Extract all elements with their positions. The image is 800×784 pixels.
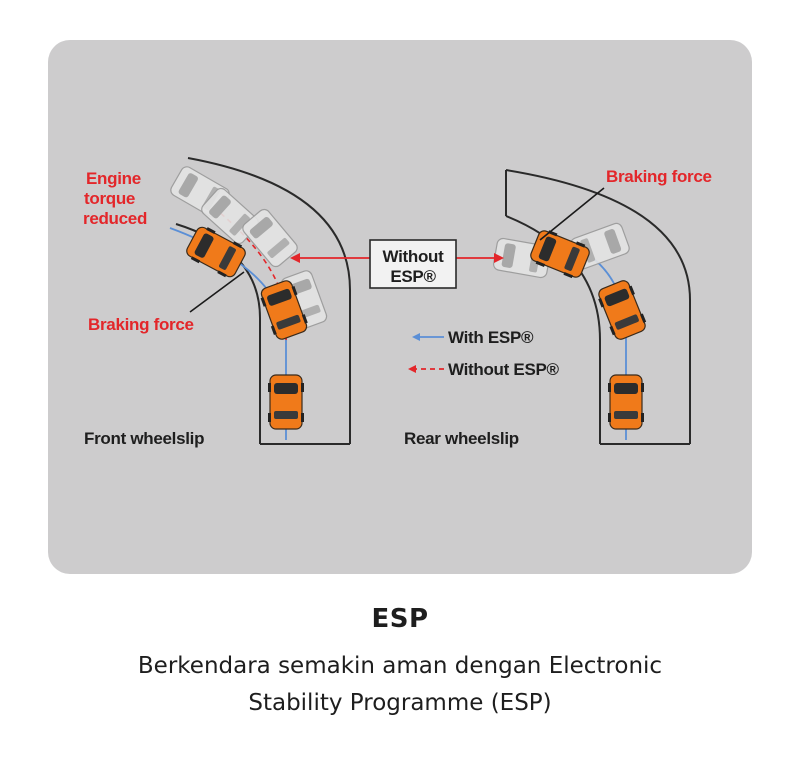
left-braking-label: Braking force [88, 315, 194, 334]
caption-subtitle: Berkendara semakin aman dengan Electroni… [0, 648, 800, 722]
legend-without-esp-label: Without ESP® [448, 360, 560, 379]
without-esp-box-line1: Without [383, 247, 445, 266]
legend-with-esp-label: With ESP® [448, 328, 534, 347]
without-esp-box [369, 239, 457, 289]
right-road [505, 169, 691, 445]
rear-wheelslip-label: Rear wheelslip [404, 429, 519, 448]
left-path-without-esp [203, 199, 288, 341]
right-braking-label: Braking force [606, 167, 712, 186]
right-car-2 [594, 277, 650, 343]
engine-label-line1: Engine [86, 169, 141, 188]
caption-title: ESP [371, 604, 429, 634]
without-esp-box-line2: ESP® [390, 267, 436, 286]
front-wheelslip-label: Front wheelslip [84, 429, 204, 448]
right-car-3 [607, 374, 645, 430]
legend: With ESP® Without ESP® [408, 328, 560, 379]
right-braking-pointer [539, 187, 605, 241]
caption-subtitle-line1: Berkendara semakin aman dengan Electroni… [137, 653, 663, 679]
left-car-3 [267, 374, 305, 430]
esp-diagram: Engine torque reduced Braking force Fron… [83, 157, 712, 448]
engine-label-line3: reduced [83, 209, 147, 228]
engine-label-line2: torque [84, 189, 135, 208]
caption-subtitle-line2: Stability Programme (ESP) [248, 690, 552, 716]
esp-diagram-panel: Engine torque reduced Braking force Fron… [48, 40, 752, 574]
left-braking-pointer [189, 271, 245, 313]
